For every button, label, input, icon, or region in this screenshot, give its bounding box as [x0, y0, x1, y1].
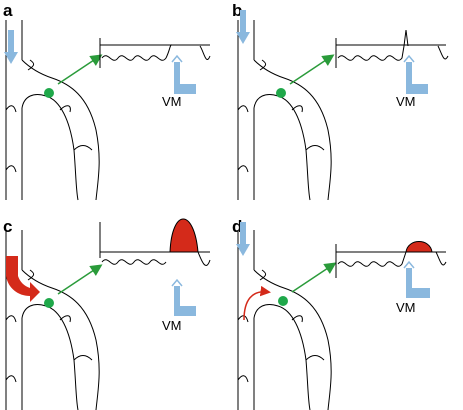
green-arrow-a: [57, 54, 103, 85]
panel-c-label: c: [3, 217, 12, 236]
flow-arrow-b: [240, 10, 246, 32]
panel-a-label: a: [3, 1, 13, 20]
panel-c: c VM: [3, 217, 211, 410]
panel-d-label: d: [232, 217, 242, 236]
trace-b: [335, 29, 449, 68]
vm-arrow-b: [406, 62, 428, 94]
vm-arrow-c: [174, 286, 196, 316]
electrode-dot-b: [276, 88, 286, 98]
electrode-dot-a: [44, 88, 54, 98]
vm-label-c: VM: [162, 318, 182, 333]
vm-arrow-d: [406, 268, 430, 298]
red-peak-d: [405, 241, 433, 253]
trace-a: [99, 38, 211, 68]
electrode-dot-d: [278, 296, 288, 306]
red-peak-c: [169, 218, 199, 253]
flow-arrow-a: [8, 30, 14, 52]
green-arrow-d: [291, 262, 337, 293]
electrode-dot-c: [44, 298, 54, 308]
trace-c: [99, 218, 211, 266]
vm-label-d: VM: [396, 300, 416, 315]
panel-b-label: b: [232, 1, 242, 20]
flow-arrow-head-b: [236, 32, 250, 44]
vm-arrow-a: [174, 62, 196, 94]
panel-b: b VM: [232, 1, 449, 201]
flow-arrow-head-d: [236, 244, 250, 256]
panel-d: d VM: [232, 217, 447, 410]
red-flow-arrow-c: [6, 256, 40, 302]
vm-label-b: VM: [396, 94, 416, 109]
green-arrow-b: [289, 54, 335, 85]
red-flow-arrow-d: [243, 285, 271, 321]
trace-d: [335, 241, 447, 278]
flow-arrow-head-a: [4, 52, 18, 64]
flow-arrow-d: [240, 222, 246, 244]
panel-a: a VM: [3, 1, 211, 201]
vm-label-a: VM: [162, 94, 182, 109]
green-arrow-c: [57, 264, 103, 295]
